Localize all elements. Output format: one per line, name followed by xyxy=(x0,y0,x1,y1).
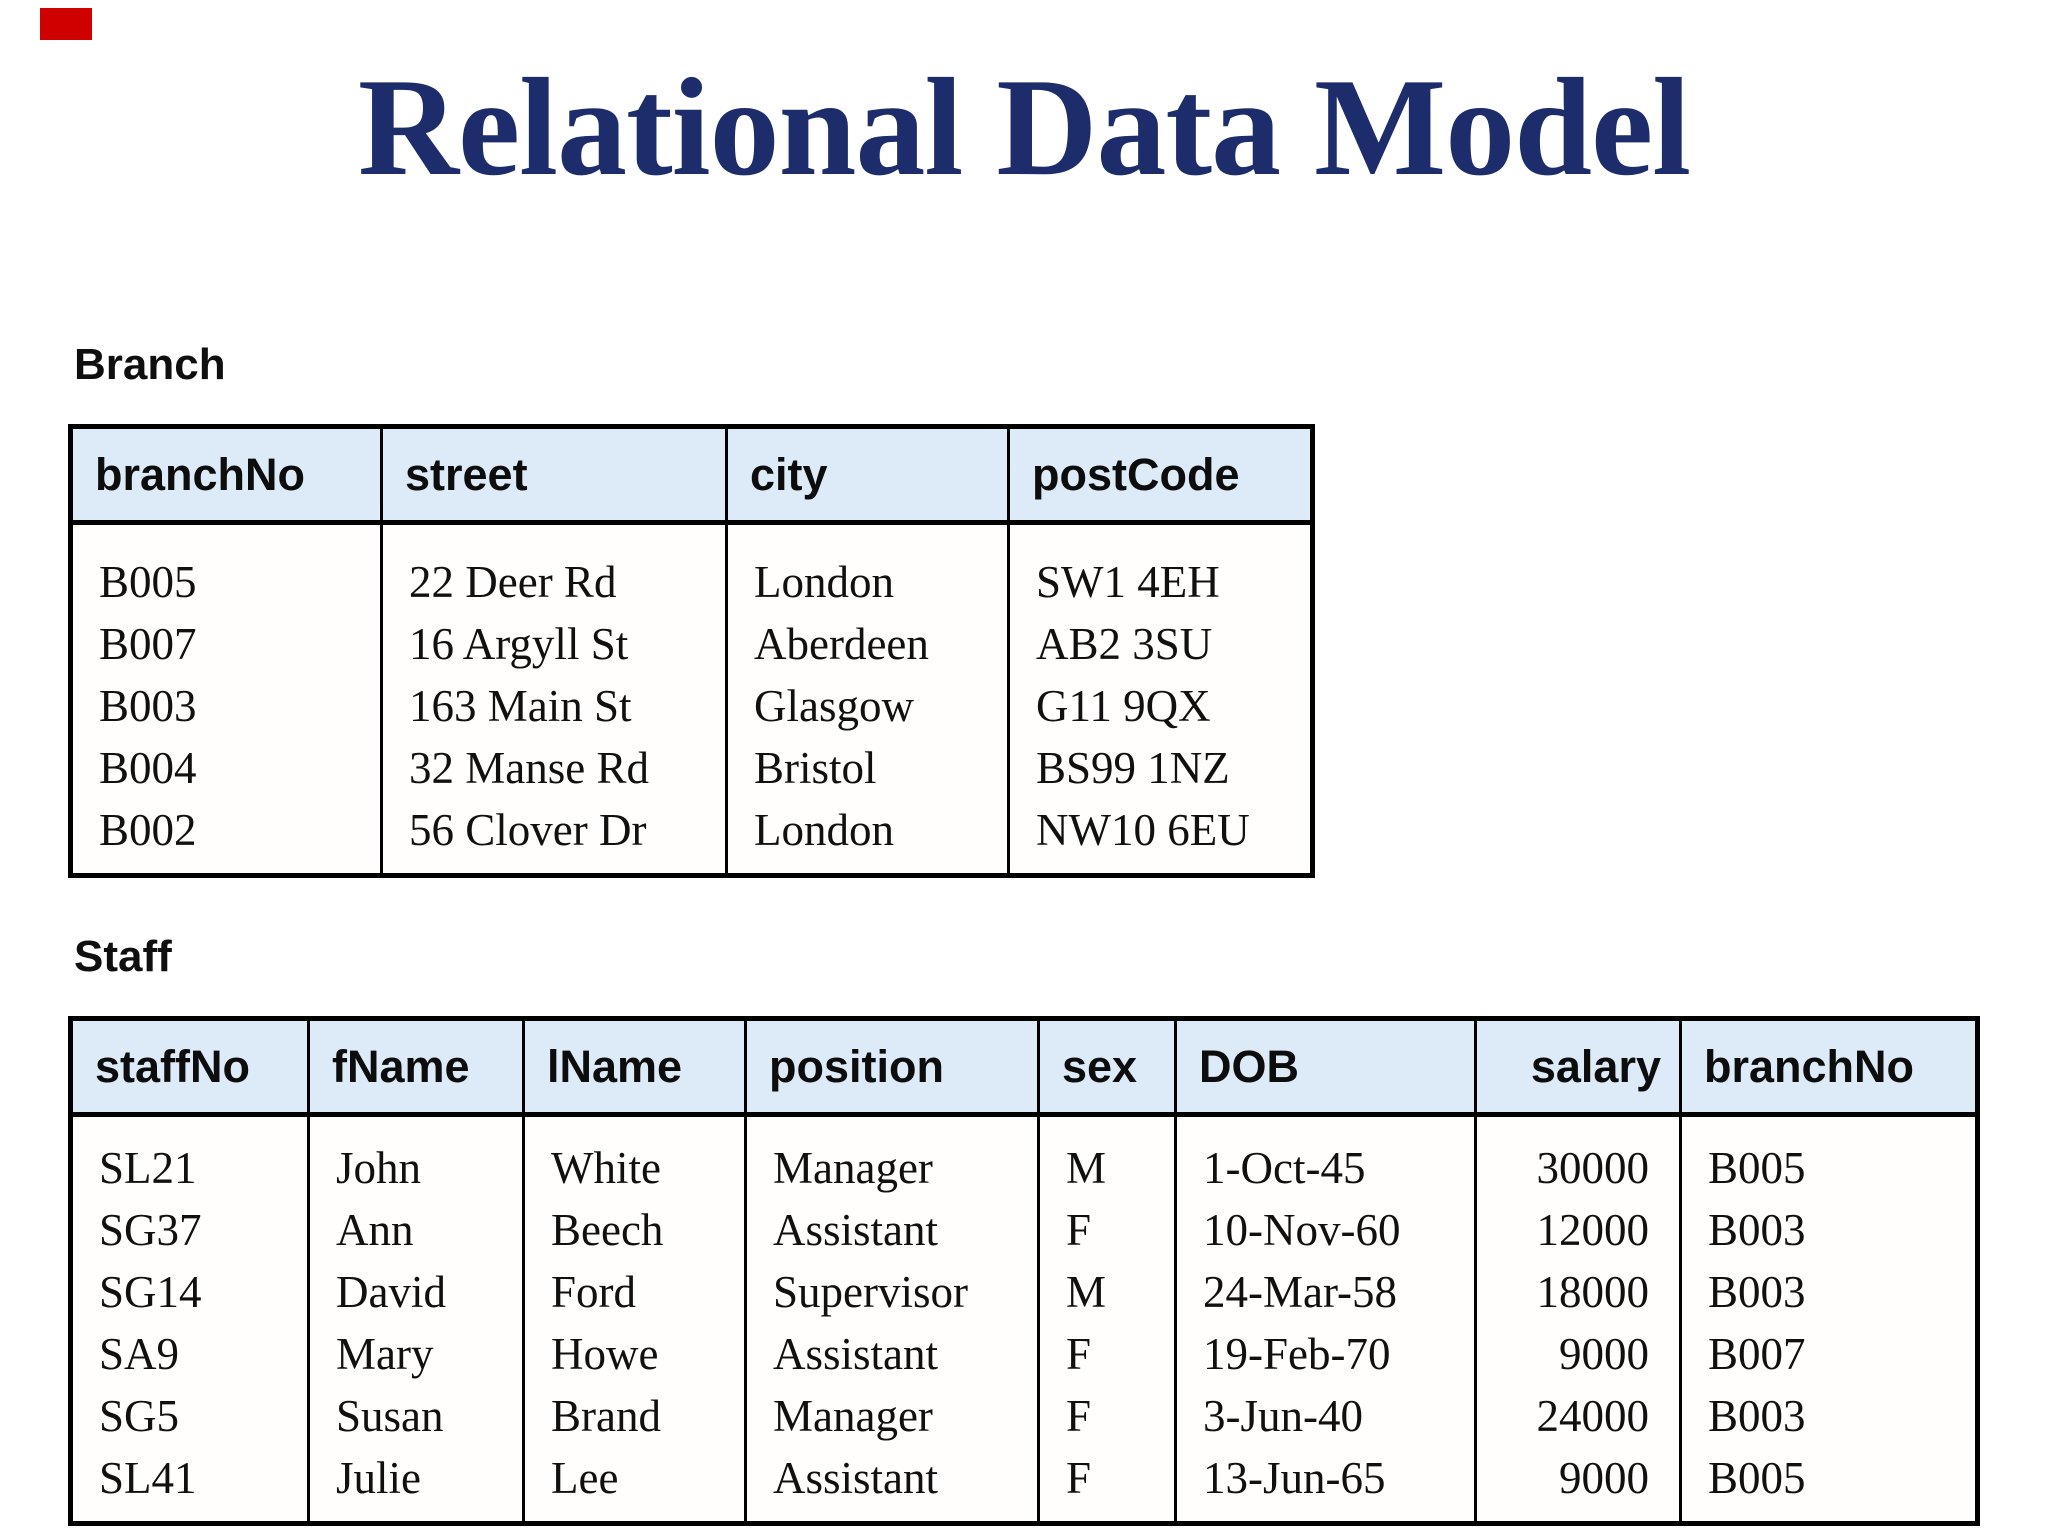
table-cell: B005 xyxy=(1708,1453,1806,1503)
staff-col-lname: White Beech Ford Howe Brand Lee xyxy=(525,1117,747,1521)
table-cell: Manager xyxy=(773,1143,933,1193)
table-cell: B003 xyxy=(99,681,197,731)
table-cell: 163 Main St xyxy=(409,681,632,731)
staff-col-dob: 1-Oct-45 10-Nov-60 24-Mar-58 19-Feb-70 3… xyxy=(1177,1117,1477,1521)
staff-header-position: position xyxy=(747,1021,1040,1117)
table-cell: Assistant xyxy=(773,1329,939,1379)
table-cell: 13-Jun-65 xyxy=(1203,1453,1386,1503)
table-cell: B007 xyxy=(99,619,197,669)
table-cell: B003 xyxy=(1708,1391,1806,1441)
table-cell: Ann xyxy=(336,1205,414,1255)
table-cell: Aberdeen xyxy=(754,619,929,669)
table-cell: Beech xyxy=(551,1205,664,1255)
table-cell: 19-Feb-70 xyxy=(1203,1329,1391,1379)
branch-table-label: Branch xyxy=(74,340,226,389)
branch-header-city: city xyxy=(728,429,1010,525)
red-corner-mark xyxy=(40,8,92,40)
staff-header-lname: lName xyxy=(525,1021,747,1117)
table-cell: B003 xyxy=(1708,1205,1806,1255)
table-cell: B005 xyxy=(1708,1143,1806,1193)
staff-header-branchno: branchNo xyxy=(1682,1021,1975,1117)
table-cell: BS99 1NZ xyxy=(1036,743,1230,793)
branch-header-branchno: branchNo xyxy=(73,429,383,525)
staff-col-salary: 30000 12000 18000 9000 24000 9000 xyxy=(1477,1117,1682,1521)
table-cell: Howe xyxy=(551,1329,659,1379)
table-cell: 24000 xyxy=(1536,1391,1650,1441)
table-cell: Mary xyxy=(336,1329,434,1379)
table-cell: SW1 4EH xyxy=(1036,557,1220,607)
table-cell: B005 xyxy=(99,557,197,607)
table-cell: London xyxy=(754,557,894,607)
table-cell: 32 Manse Rd xyxy=(409,743,649,793)
table-cell: SL41 xyxy=(99,1453,197,1503)
table-cell: F xyxy=(1066,1391,1092,1441)
table-cell: SG37 xyxy=(99,1205,202,1255)
table-cell: Brand xyxy=(551,1391,661,1441)
table-cell: 9000 xyxy=(1559,1329,1649,1379)
staff-col-branchno: B005 B003 B003 B007 B003 B005 xyxy=(1682,1117,1975,1521)
table-cell: David xyxy=(336,1267,446,1317)
staff-header-staffno: staffNo xyxy=(73,1021,310,1117)
branch-header-postcode: postCode xyxy=(1010,429,1310,525)
table-cell: 30000 xyxy=(1536,1143,1650,1193)
staff-col-staffno: SL21 SG37 SG14 SA9 SG5 SL41 xyxy=(73,1117,310,1521)
table-cell: White xyxy=(551,1143,661,1193)
table-cell: B007 xyxy=(1708,1329,1806,1379)
table-cell: SA9 xyxy=(99,1329,180,1379)
staff-table-label: Staff xyxy=(74,932,172,981)
staff-table: staffNo fName lName position sex DOB sal… xyxy=(68,1016,1980,1526)
table-cell: Ford xyxy=(551,1267,637,1317)
staff-col-sex: M F M F F F xyxy=(1040,1117,1177,1521)
branch-col-branchno: B005 B007 B003 B004 B002 xyxy=(73,525,383,873)
table-cell: SG14 xyxy=(99,1267,202,1317)
table-cell: Julie xyxy=(336,1453,421,1503)
staff-header-fname: fName xyxy=(310,1021,525,1117)
table-cell: Lee xyxy=(551,1453,619,1503)
staff-header-sex: sex xyxy=(1040,1021,1177,1117)
table-cell: London xyxy=(754,805,894,855)
table-cell: SL21 xyxy=(99,1143,197,1193)
table-cell: 22 Deer Rd xyxy=(409,557,617,607)
table-cell: Manager xyxy=(773,1391,933,1441)
table-cell: SG5 xyxy=(99,1391,180,1441)
table-cell: 24-Mar-58 xyxy=(1203,1267,1398,1317)
staff-col-position: Manager Assistant Supervisor Assistant M… xyxy=(747,1117,1040,1521)
table-cell: B002 xyxy=(99,805,197,855)
table-cell: 9000 xyxy=(1559,1453,1649,1503)
table-cell: F xyxy=(1066,1329,1092,1379)
table-cell: NW10 6EU xyxy=(1036,805,1250,855)
table-cell: B003 xyxy=(1708,1267,1806,1317)
table-cell: M xyxy=(1066,1143,1107,1193)
branch-header-street: street xyxy=(383,429,728,525)
table-cell: Glasgow xyxy=(754,681,914,731)
table-cell: 1-Oct-45 xyxy=(1203,1143,1366,1193)
table-cell: M xyxy=(1066,1267,1107,1317)
table-cell: Supervisor xyxy=(773,1267,968,1317)
branch-col-postcode: SW1 4EH AB2 3SU G11 9QX BS99 1NZ NW10 6E… xyxy=(1010,525,1310,873)
table-cell: Assistant xyxy=(773,1205,939,1255)
staff-header-dob: DOB xyxy=(1177,1021,1477,1117)
staff-header-salary: salary xyxy=(1477,1021,1682,1117)
table-cell: 16 Argyll St xyxy=(409,619,629,669)
table-cell: 56 Clover Dr xyxy=(409,805,647,855)
table-cell: AB2 3SU xyxy=(1036,619,1213,669)
table-cell: Assistant xyxy=(773,1453,939,1503)
table-cell: F xyxy=(1066,1453,1092,1503)
table-cell: 18000 xyxy=(1536,1267,1650,1317)
staff-col-fname: John Ann David Mary Susan Julie xyxy=(310,1117,525,1521)
slide-title: Relational Data Model xyxy=(357,50,1691,205)
table-cell: John xyxy=(336,1143,422,1193)
table-cell: B004 xyxy=(99,743,197,793)
table-cell: 12000 xyxy=(1536,1205,1650,1255)
table-cell: 3-Jun-40 xyxy=(1203,1391,1363,1441)
table-cell: F xyxy=(1066,1205,1092,1255)
table-cell: Susan xyxy=(336,1391,444,1441)
table-cell: G11 9QX xyxy=(1036,681,1211,731)
branch-col-street: 22 Deer Rd 16 Argyll St 163 Main St 32 M… xyxy=(383,525,728,873)
table-cell: Bristol xyxy=(754,743,877,793)
branch-col-city: London Aberdeen Glasgow Bristol London xyxy=(728,525,1010,873)
table-cell: 10-Nov-60 xyxy=(1203,1205,1401,1255)
branch-table: branchNo street city postCode B005 B007 … xyxy=(68,424,1315,878)
